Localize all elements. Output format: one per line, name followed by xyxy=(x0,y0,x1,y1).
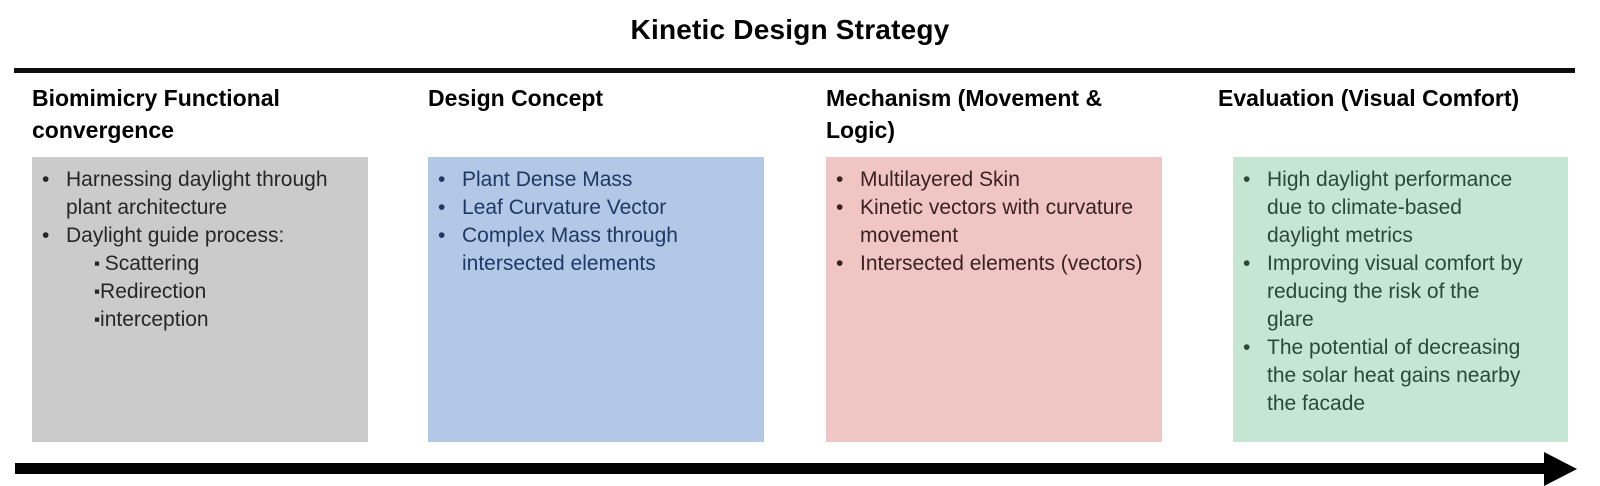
bullet-icon: • xyxy=(836,252,844,275)
list-item-text: Daylight guide process: xyxy=(66,224,285,247)
column-header: Biomimicry Functional convergence xyxy=(32,85,280,143)
bullet-icon: • xyxy=(42,168,50,191)
bullet-icon: • xyxy=(1243,336,1251,359)
list-item: • Daylight guide process: xyxy=(42,222,362,250)
list-item: ▪ interception xyxy=(94,306,362,334)
column-mechanism: Mechanism (Movement & Logic) • Multilaye… xyxy=(826,82,1166,444)
bullet-icon: • xyxy=(438,224,446,247)
list-item-text: Leaf Curvature Vector xyxy=(462,196,667,219)
list-item: • The potential of decreasing the solar … xyxy=(1243,334,1562,418)
list-item-text: Plant Dense Mass xyxy=(462,168,633,191)
list-item: ▪ Scattering xyxy=(94,250,362,278)
column-biomimicry: Biomimicry Functional convergence • Harn… xyxy=(32,82,372,444)
list-item: • Complex Mass through intersected eleme… xyxy=(438,222,758,278)
list-item-text: High daylight performance due to climate… xyxy=(1267,168,1513,247)
bullet-icon: • xyxy=(42,224,50,247)
list-item: • High daylight performance due to clima… xyxy=(1243,166,1562,250)
column-evaluation: Evaluation (Visual Comfort) • High dayli… xyxy=(1218,82,1568,444)
column-header: Evaluation (Visual Comfort) xyxy=(1218,85,1520,111)
list-item: • Leaf Curvature Vector xyxy=(438,194,758,222)
column-design-concept: Design Concept • Plant Dense Mass • Leaf… xyxy=(428,82,768,444)
list-item-text: Multilayered Skin xyxy=(860,168,1020,191)
header-divider-line xyxy=(14,68,1575,73)
list-item-text: Scattering xyxy=(104,252,200,275)
list-item-text: interception xyxy=(100,308,209,331)
list-item-text: Harnessing daylight through plant archit… xyxy=(66,168,328,219)
list-item-text: Kinetic vectors with curvature movement xyxy=(860,196,1134,247)
list-item: • Multilayered Skin xyxy=(836,166,1156,194)
list-item-text: Complex Mass through intersected element… xyxy=(462,224,678,275)
content-box: • Plant Dense Mass • Leaf Curvature Vect… xyxy=(428,157,764,442)
list-item-text: Improving visual comfort by reducing the… xyxy=(1267,252,1523,331)
square-bullet-icon: ▪ xyxy=(94,282,101,301)
list-item: • Intersected elements (vectors) xyxy=(836,250,1156,278)
list-item-text: Redirection xyxy=(100,280,207,303)
bullet-icon: • xyxy=(836,196,844,219)
square-bullet-icon: ▪ xyxy=(94,254,105,273)
column-header: Design Concept xyxy=(428,85,604,111)
list-item: • Kinetic vectors with curvature movemen… xyxy=(836,194,1156,250)
bullet-icon: • xyxy=(438,196,446,219)
content-box: • High daylight performance due to clima… xyxy=(1233,157,1568,442)
list-item: • Harnessing daylight through plant arch… xyxy=(42,166,362,222)
bullet-icon: • xyxy=(1243,252,1251,275)
list-item-text: The potential of decreasing the solar he… xyxy=(1267,336,1521,415)
square-bullet-icon: ▪ xyxy=(94,310,101,329)
bullet-icon: • xyxy=(836,168,844,191)
list-item-text: Intersected elements (vectors) xyxy=(860,252,1143,275)
list-item: • Plant Dense Mass xyxy=(438,166,758,194)
page-title: Kinetic Design Strategy xyxy=(630,14,950,45)
bullet-icon: • xyxy=(438,168,446,191)
bullet-icon: • xyxy=(1243,168,1251,191)
column-header: Mechanism (Movement & Logic) xyxy=(826,85,1103,143)
content-box: • Harnessing daylight through plant arch… xyxy=(32,157,368,442)
content-box: • Multilayered Skin • Kinetic vectors wi… xyxy=(826,157,1162,442)
list-item: • Improving visual comfort by reducing t… xyxy=(1243,250,1562,334)
arrow-shaft xyxy=(15,463,1546,474)
list-item: ▪ Redirection xyxy=(94,278,362,306)
arrow-head-icon xyxy=(1544,452,1577,486)
